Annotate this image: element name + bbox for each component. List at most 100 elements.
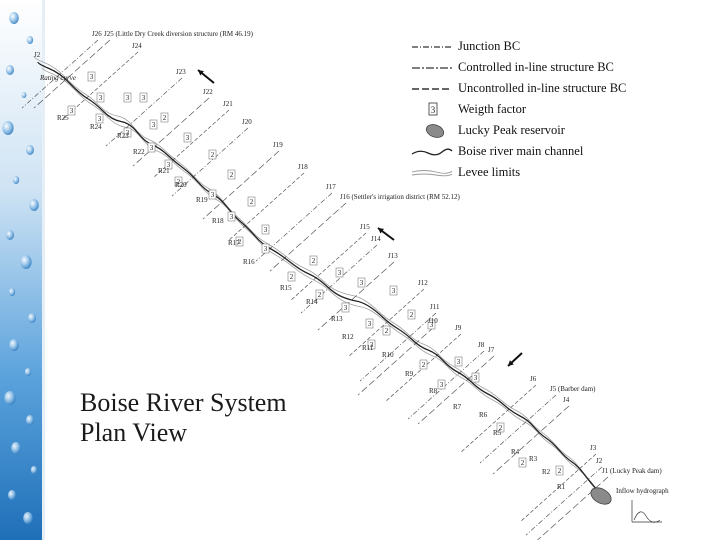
reach-label: R3 [529, 455, 538, 463]
rating-curve-label: Rating curve [39, 74, 76, 82]
junction-transect [132, 97, 210, 167]
weight-factor-box: 2 [518, 457, 527, 468]
reach-label: R21 [158, 167, 170, 175]
junction-label: J20 [242, 118, 252, 126]
weight-factor-box: 2 [227, 169, 236, 180]
junction-label: J5 (Barber dam) [550, 385, 596, 393]
flow-arrow-icon [377, 227, 395, 241]
reach-label: R20 [175, 181, 187, 189]
weight-factor-box: 3 [183, 132, 192, 143]
weight-factor-box: 3 [471, 372, 480, 383]
main-channel-symbol [411, 148, 453, 156]
water-drop [12, 176, 20, 184]
weight-factor-value: 2 [422, 361, 426, 369]
reach-label: R7 [453, 403, 462, 411]
weight-factor-value: 2 [410, 311, 414, 319]
water-drop [9, 339, 19, 351]
weight-factor-value: 2 [250, 198, 254, 206]
weight-factor-value: 3 [142, 94, 146, 102]
weight-factor-box: 3 [261, 243, 270, 254]
legend-label: Levee limits [458, 165, 521, 179]
junction-label: J4 [563, 396, 570, 404]
weight-factor-value: 2 [318, 291, 322, 299]
junction-label: J23 [176, 68, 186, 76]
junction-label: J19 [273, 141, 283, 149]
weight-factor-box: 3 [357, 277, 366, 288]
rating-curve-text: Rating curve [39, 74, 76, 82]
legend-item-weight: 3 Weigth factor [410, 101, 710, 119]
junction-label: J7 [488, 346, 495, 354]
reach-label: R14 [306, 298, 318, 306]
junction-label: J14 [371, 235, 381, 243]
weight-factor-box: 3 [437, 379, 446, 390]
controlled-bc-symbol [412, 67, 452, 69]
weight-factor-box: 2 [315, 289, 324, 300]
water-drop [6, 65, 14, 75]
weight-factor-box: 2 [555, 465, 564, 476]
legend-item-levee: Levee limits [410, 164, 710, 182]
water-drop [8, 288, 16, 296]
weight-factor-value: 3 [344, 304, 348, 312]
junction-transect [347, 288, 425, 358]
legend-item-channel: Boise river main channel [410, 143, 710, 161]
weight-factor-value: 2 [312, 257, 316, 265]
junction-label: J15 [360, 223, 370, 231]
weight-factor-value: 3 [474, 374, 478, 382]
weight-factor-box: 3 [208, 189, 217, 200]
junction-transect [537, 476, 609, 540]
weight-factor-value: 3 [211, 191, 215, 199]
legend-label: Weigth factor [458, 102, 527, 116]
weight-factor-value: 3 [457, 358, 461, 366]
reach-label: R24 [90, 123, 102, 131]
reach-label: R16 [243, 258, 255, 266]
weight-factor-value: 2 [238, 238, 242, 246]
uncontrolled-bc-symbol [412, 88, 452, 90]
weight-factor-box: 3 [149, 119, 158, 130]
reach-label: R23 [117, 132, 129, 140]
junction-label: J9 [455, 324, 462, 332]
levee-symbol [411, 170, 453, 177]
junction-transect [33, 39, 111, 109]
reach-label: R18 [212, 217, 224, 225]
junction-transect [407, 350, 485, 420]
junction-label: J11 [430, 303, 440, 311]
weight-factor-box: 2 [247, 196, 256, 207]
junction-transect [227, 172, 305, 242]
junction-transect [519, 453, 597, 523]
weight-factor-box: 2 [287, 271, 296, 282]
weight-factor-value: 3 [150, 144, 154, 152]
reach-label: R8 [429, 387, 438, 395]
weight-factor-box: 2 [382, 325, 391, 336]
water-drop [11, 442, 21, 454]
weight-factor-box: 2 [419, 359, 428, 370]
inflow-hydrograph-icon [631, 500, 662, 523]
lucky-peak-reservoir [590, 487, 612, 505]
flow-arrow-icon [507, 352, 523, 367]
weight-factor-box: 3 [341, 302, 350, 313]
weight-factor-value: 3 [98, 115, 102, 123]
junction-label: J6 [530, 375, 537, 383]
weight-factor-value: 3 [430, 321, 434, 329]
weight-factor-value: 2 [211, 151, 215, 159]
junction-label: J2 [596, 457, 603, 465]
water-drop [21, 92, 27, 98]
weight-sample: 3 [431, 105, 436, 115]
junction-transect [417, 355, 495, 425]
junction-transect [317, 261, 395, 331]
reach-label: R2 [542, 468, 551, 476]
water-drop [4, 391, 16, 405]
legend-label: Lucky Peak reservoir [458, 123, 565, 137]
slide-title: Boise River System Plan View [80, 388, 287, 448]
legend-item-reservoir: Lucky Peak reservoir [410, 122, 710, 140]
weight-factor-box: 3 [95, 113, 104, 124]
junction-label: J17 [326, 183, 336, 191]
weight-factor-value: 3 [264, 245, 268, 253]
junction-label: J3 [590, 444, 597, 452]
weight-factor-value: 3 [99, 94, 103, 102]
junction-label: J21 [223, 100, 233, 108]
junction-transect [525, 466, 603, 536]
water-drop [9, 12, 19, 24]
reach-label: R13 [331, 315, 343, 323]
weight-factor-box: 3 [87, 71, 96, 82]
reach-label: R12 [342, 333, 354, 341]
